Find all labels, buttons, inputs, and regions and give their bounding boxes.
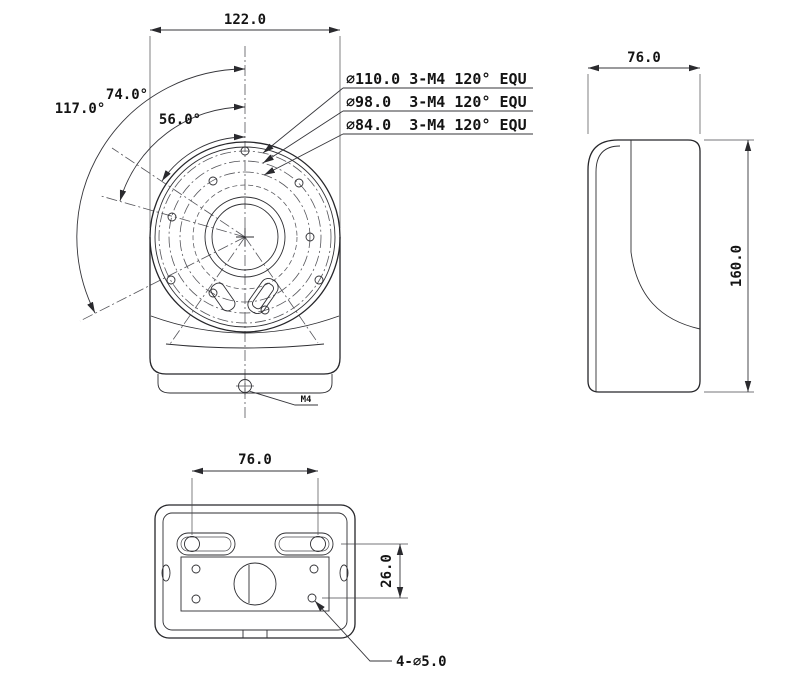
right-ear — [339, 564, 349, 582]
hole-callout: 4-∅5.0 — [314, 600, 447, 670]
front-view: M4 122.0 56.0° 74.0° 117.0° ∅110.0 3-M4 … — [55, 12, 533, 420]
left-ear — [161, 564, 171, 582]
side-body-outline — [587, 139, 701, 393]
bolt-circle-84 — [179, 171, 311, 303]
angular-dimensions: 56.0° 74.0° 117.0° — [55, 65, 246, 314]
bolt-circle-callouts: ∅110.0 3-M4 120° EQU ∅98.0 3-M4 120° EQU… — [262, 70, 533, 176]
side-width-dimension: 76.0 — [587, 50, 701, 134]
mounting-plate — [180, 556, 330, 612]
callout-bolt-circle-110: ∅110.0 3-M4 120° EQU — [346, 70, 527, 88]
callout-bolt-circle-98: ∅98.0 3-M4 120° EQU — [346, 93, 527, 111]
bottom-notch — [242, 629, 268, 639]
bottom-view: 76.0 26.0 4-∅5.0 — [154, 452, 447, 670]
m4-leader — [248, 390, 318, 406]
angle-dim-74: 74.0° — [106, 87, 148, 103]
hole-callout-text: 4-∅5.0 — [396, 654, 447, 670]
angle-dim-117: 117.0° — [55, 101, 106, 117]
bottom-width-dimension: 76.0 — [191, 452, 319, 535]
right-slot — [274, 532, 334, 556]
cable-hole — [233, 562, 277, 606]
side-view: 76.0 160.0 — [587, 50, 754, 393]
side-height-dim-text: 160.0 — [729, 245, 745, 287]
front-width-dim-text: 122.0 — [224, 12, 266, 28]
left-slot — [176, 532, 236, 556]
side-width-dim-text: 76.0 — [627, 50, 661, 66]
profile-curve — [630, 251, 701, 330]
cable-gland — [247, 277, 279, 315]
m4-screw: M4 — [236, 377, 318, 406]
angle-dim-56: 56.0° — [159, 112, 201, 128]
center-mark — [236, 228, 254, 246]
side-height-dimension: 160.0 — [704, 139, 754, 393]
bottom-body-outline — [154, 504, 356, 639]
mounting-slots — [176, 532, 334, 556]
callout-bolt-circle-84: ∅84.0 3-M4 120° EQU — [346, 116, 527, 134]
bottom-width-dim-text: 76.0 — [238, 452, 272, 468]
bottom-offset-dim-text: 26.0 — [379, 554, 395, 588]
m4-screw-label: M4 — [301, 395, 312, 405]
bottom-offset-dimension: 26.0 — [322, 543, 408, 599]
